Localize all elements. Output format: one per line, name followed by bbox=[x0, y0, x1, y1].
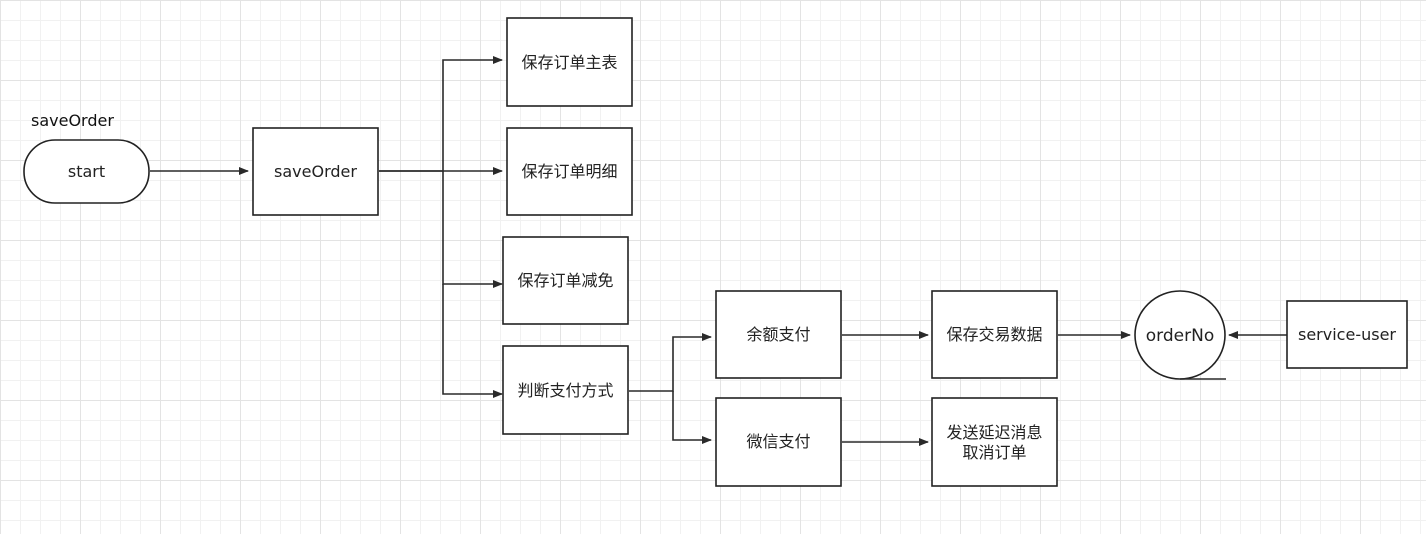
save-trade-node-label: 保存交易数据 bbox=[946, 325, 1042, 344]
saveorder-node-label: saveOrder bbox=[274, 162, 357, 181]
save-discount-node[interactable]: 保存订单减免 bbox=[502, 236, 629, 325]
saveorder-node[interactable]: saveOrder bbox=[252, 127, 379, 216]
save-main-node[interactable]: 保存订单主表 bbox=[506, 17, 633, 107]
diagram-label: saveOrder bbox=[31, 111, 114, 130]
orderno-node[interactable]: orderNo bbox=[1134, 290, 1226, 380]
send-delay-node[interactable]: 发送延迟消息 取消订单 bbox=[931, 397, 1058, 487]
save-trade-node[interactable]: 保存交易数据 bbox=[931, 290, 1058, 379]
save-detail-node[interactable]: 保存订单明细 bbox=[506, 127, 633, 216]
edge-saveorder-to-judge bbox=[442, 284, 503, 398]
save-discount-node-label: 保存订单减免 bbox=[517, 271, 613, 290]
wechat-pay-node[interactable]: 微信支付 bbox=[715, 397, 842, 487]
service-user-node-label: service-user bbox=[1298, 325, 1396, 344]
judge-payment-node-label: 判断支付方式 bbox=[517, 381, 613, 400]
edge-saveorder-to-discount bbox=[442, 171, 503, 288]
save-main-node-label: 保存订单主表 bbox=[521, 53, 617, 72]
service-user-node[interactable]: service-user bbox=[1286, 300, 1408, 369]
start-node-label: start bbox=[68, 162, 105, 181]
orderno-node-label: orderNo bbox=[1146, 326, 1214, 346]
send-delay-node-label-line1: 发送延迟消息 bbox=[946, 423, 1042, 442]
save-detail-node-label: 保存订单明细 bbox=[521, 162, 617, 181]
edge-judge-to-wechat bbox=[672, 391, 712, 444]
edge-judge-to-balance bbox=[629, 333, 712, 392]
edge-saveorder-to-main bbox=[379, 56, 503, 172]
start-node[interactable]: start bbox=[23, 139, 150, 204]
balance-pay-node[interactable]: 余额支付 bbox=[715, 290, 842, 379]
judge-payment-node[interactable]: 判断支付方式 bbox=[502, 345, 629, 435]
balance-pay-node-label: 余额支付 bbox=[746, 325, 810, 344]
send-delay-node-label-line2: 取消订单 bbox=[962, 443, 1026, 462]
wechat-pay-node-label: 微信支付 bbox=[746, 432, 810, 451]
edges bbox=[150, 56, 1287, 446]
